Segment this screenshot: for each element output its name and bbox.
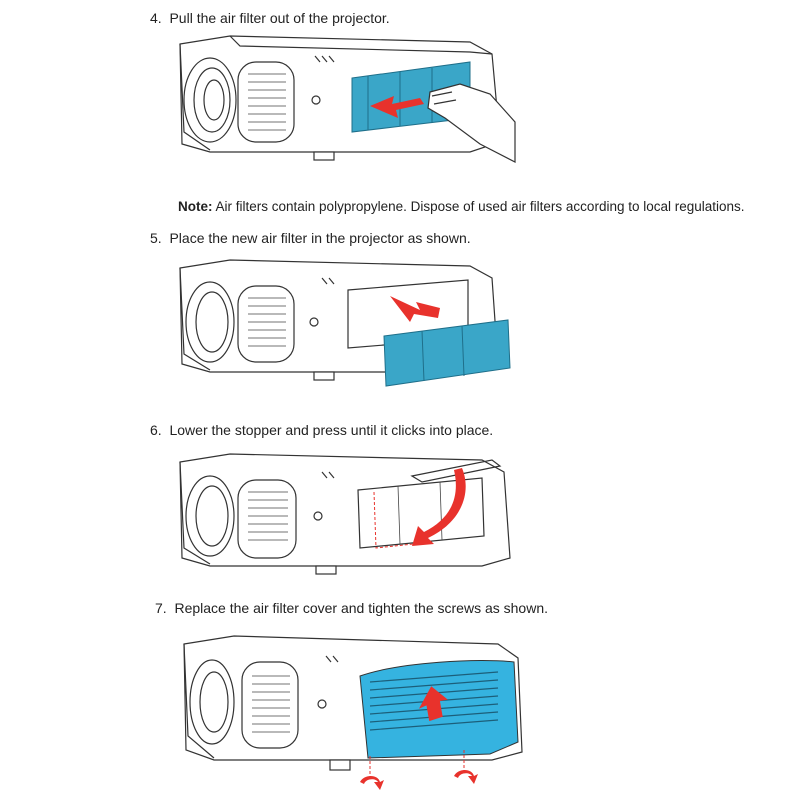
step-number: 5. [150,230,162,246]
step-text: Pull the air filter out of the projector… [169,10,390,26]
step-text: Place the new air filter in the projecto… [169,230,471,246]
lower-stopper-illustration [179,453,511,575]
step-number: 7. [155,600,167,616]
step-4: 4. Pull the air filter out of the projec… [150,10,390,26]
red-arrow-icon [390,296,440,322]
screw-rotate-arrows-icon [360,750,478,790]
insert-filter-illustration [179,259,511,387]
note-text: Air filters contain polypropylene. Dispo… [215,199,745,214]
step-number: 6. [150,422,162,438]
note-label: Note: [178,199,213,214]
replace-cover-illustration [183,635,523,790]
step-7: 7. Replace the air filter cover and tigh… [155,600,548,616]
red-arrow-icon [373,468,466,549]
note: Note: Air filters contain polypropylene.… [178,199,745,214]
step-text: Replace the air filter cover and tighten… [174,600,548,616]
hand-icon [427,83,516,163]
red-arrow-icon [370,96,424,118]
step-5: 5. Place the new air filter in the proje… [150,230,471,246]
air-filter-icon [383,319,511,387]
red-arrow-icon [418,686,448,722]
step-text: Lower the stopper and press until it cli… [169,422,494,438]
stopper-icon [357,459,502,549]
pull-filter-illustration [179,35,516,163]
step-6: 6. Lower the stopper and press until it … [150,422,493,438]
step-number: 4. [150,10,162,26]
